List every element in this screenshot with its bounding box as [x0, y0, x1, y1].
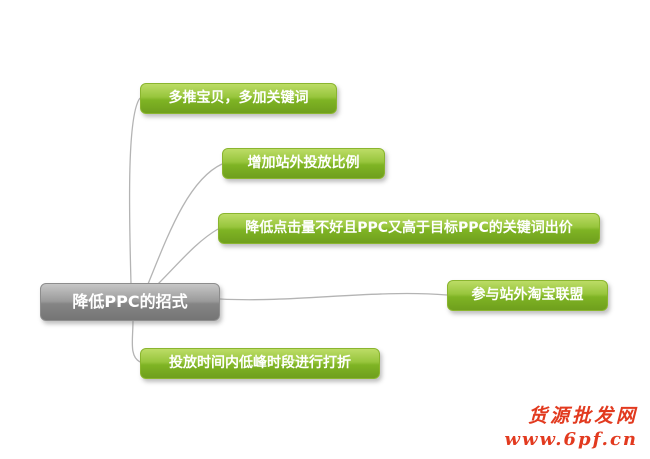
branch-node-4[interactable]: 参与站外淘宝联盟: [447, 280, 608, 311]
branch-node-1-label: 多推宝贝，多加关键词: [168, 90, 309, 106]
branch-node-2[interactable]: 增加站外投放比例: [222, 148, 385, 179]
connector-branch-2: [147, 163, 223, 285]
root-node[interactable]: 降低PPC的招式: [40, 283, 220, 321]
watermark-site-name: 货源批发网: [527, 404, 638, 427]
branch-node-1[interactable]: 多推宝贝，多加关键词: [140, 83, 337, 114]
watermark: 货源批发网 www.6pf.cn: [505, 405, 638, 451]
root-node-label: 降低PPC的招式: [72, 292, 188, 311]
branch-node-5[interactable]: 投放时间内低峰时段进行打折: [140, 348, 380, 379]
branch-node-2-label: 增加站外投放比例: [247, 155, 360, 171]
connector-branch-3: [157, 228, 219, 285]
branch-node-3[interactable]: 降低点击量不好且PPC又高于目标PPC的关键词出价: [218, 213, 600, 244]
branch-node-3-label: 降低点击量不好且PPC又高于目标PPC的关键词出价: [245, 220, 573, 236]
branch-node-4-label: 参与站外淘宝联盟: [471, 287, 584, 303]
watermark-site-url: www.6pf.cn: [504, 428, 638, 450]
connector-branch-4: [219, 292, 448, 301]
connector-branch-5: [131, 319, 141, 363]
connector-branch-1: [128, 97, 141, 285]
branch-node-5-label: 投放时间内低峰时段进行打折: [169, 355, 351, 371]
